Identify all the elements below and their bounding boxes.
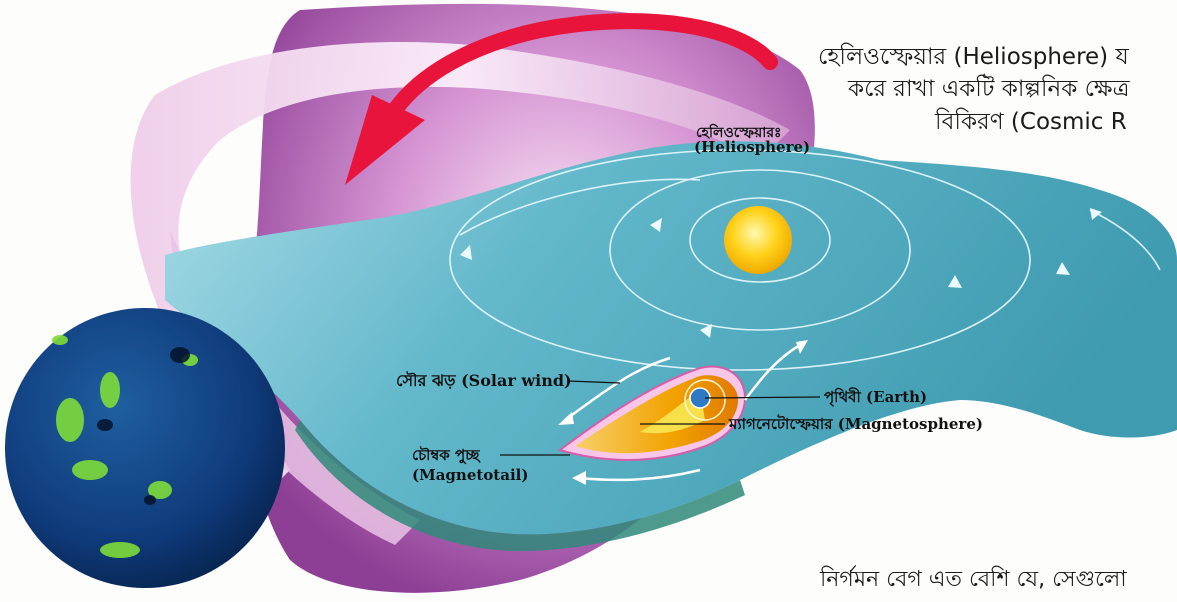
sun [724, 206, 792, 274]
label-earth: পৃথিবী (Earth) [824, 386, 927, 411]
label-solar-wind: সৌর ঝড় (Solar wind) [396, 368, 572, 395]
label-magnetotail-en: (Magnetotail) [412, 466, 528, 484]
star-sphere [5, 308, 285, 588]
label-heliosphere-en: (Heliosphere) [694, 138, 810, 156]
page-text-line-3: বিকিরণ (Cosmic R [935, 103, 1127, 142]
label-magnetosphere: ম্যাগনেটোস্ফেয়ার (Magnetosphere) [729, 413, 983, 438]
page-text-bottom: নির্গমন বেগ এত বেশি যে, সেগুলো [820, 562, 1127, 599]
